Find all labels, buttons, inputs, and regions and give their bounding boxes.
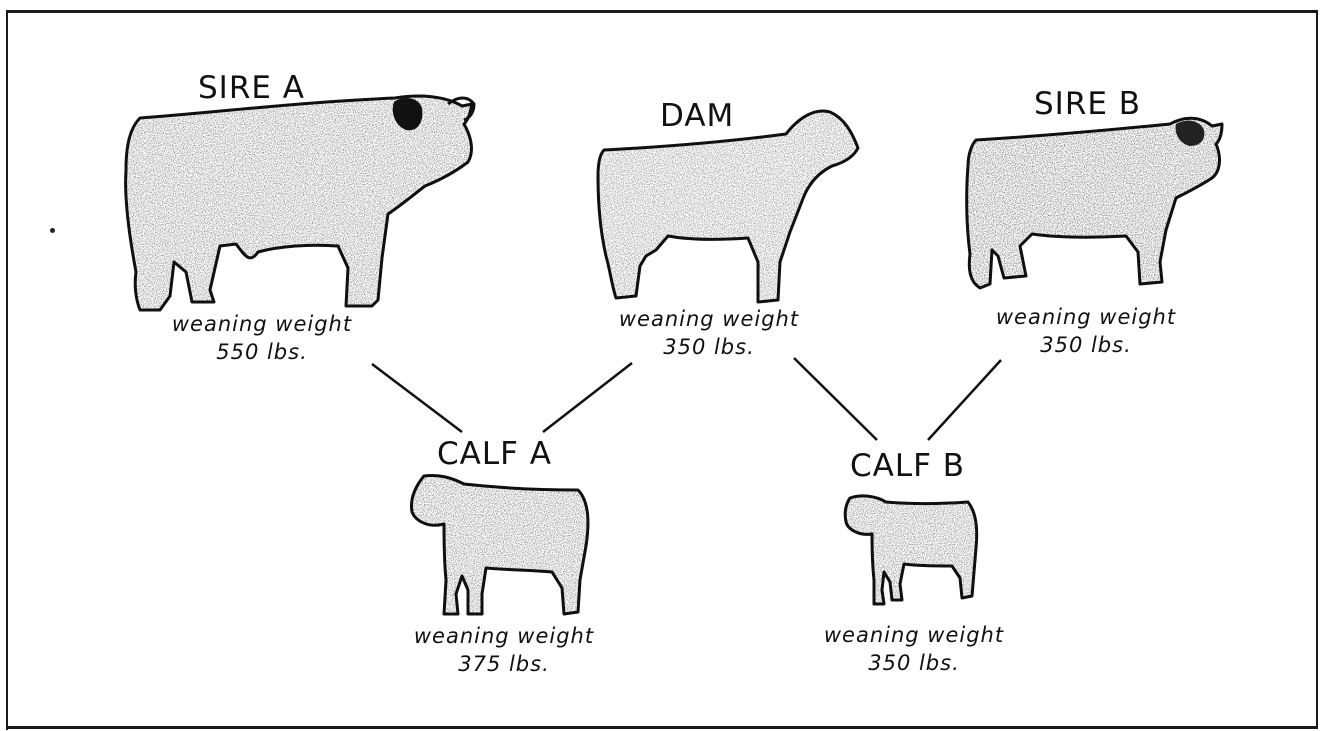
line-dam-to-calf-b — [794, 358, 877, 440]
calf-a-weight-caption: weaning weight 375 lbs. — [384, 622, 624, 678]
sire-a-weight-value: 550 lbs. — [142, 338, 382, 366]
line-sire-a-to-calf-a — [372, 364, 462, 432]
calf-b-caption-label: weaning weight — [794, 621, 1034, 649]
dam-name: DAM — [660, 98, 734, 134]
sire-b-weight-caption: weaning weight 350 lbs. — [966, 303, 1206, 359]
sire-b-name: SIRE B — [1034, 86, 1141, 122]
calf-a-caption-label: weaning weight — [384, 622, 624, 650]
lineage-lines — [372, 358, 1001, 440]
sire-b-caption-label: weaning weight — [966, 303, 1206, 331]
sire-b-bull-illustration — [967, 118, 1222, 288]
line-dam-to-calf-a — [543, 363, 632, 432]
calf-a-illustration — [412, 475, 588, 614]
calf-a-weight-value: 375 lbs. — [384, 650, 624, 678]
sire-a-weight-caption: weaning weight 550 lbs. — [142, 310, 382, 366]
sire-a-bull-illustration — [126, 96, 474, 310]
calf-b-illustration — [845, 496, 977, 604]
dam-cow-illustration — [598, 111, 858, 302]
dam-weight-value: 350 lbs. — [589, 333, 829, 361]
dam-caption-label: weaning weight — [589, 305, 829, 333]
calf-a-name: CALF A — [437, 436, 552, 472]
calf-b-weight-caption: weaning weight 350 lbs. — [794, 621, 1034, 677]
line-sire-b-to-calf-b — [928, 360, 1001, 440]
sire-a-caption-label: weaning weight — [142, 310, 382, 338]
dam-weight-caption: weaning weight 350 lbs. — [589, 305, 829, 361]
sire-a-name: SIRE A — [198, 70, 305, 106]
sire-b-weight-value: 350 lbs. — [966, 331, 1206, 359]
calf-b-name: CALF B — [850, 448, 965, 484]
calf-b-weight-value: 350 lbs. — [794, 649, 1034, 677]
